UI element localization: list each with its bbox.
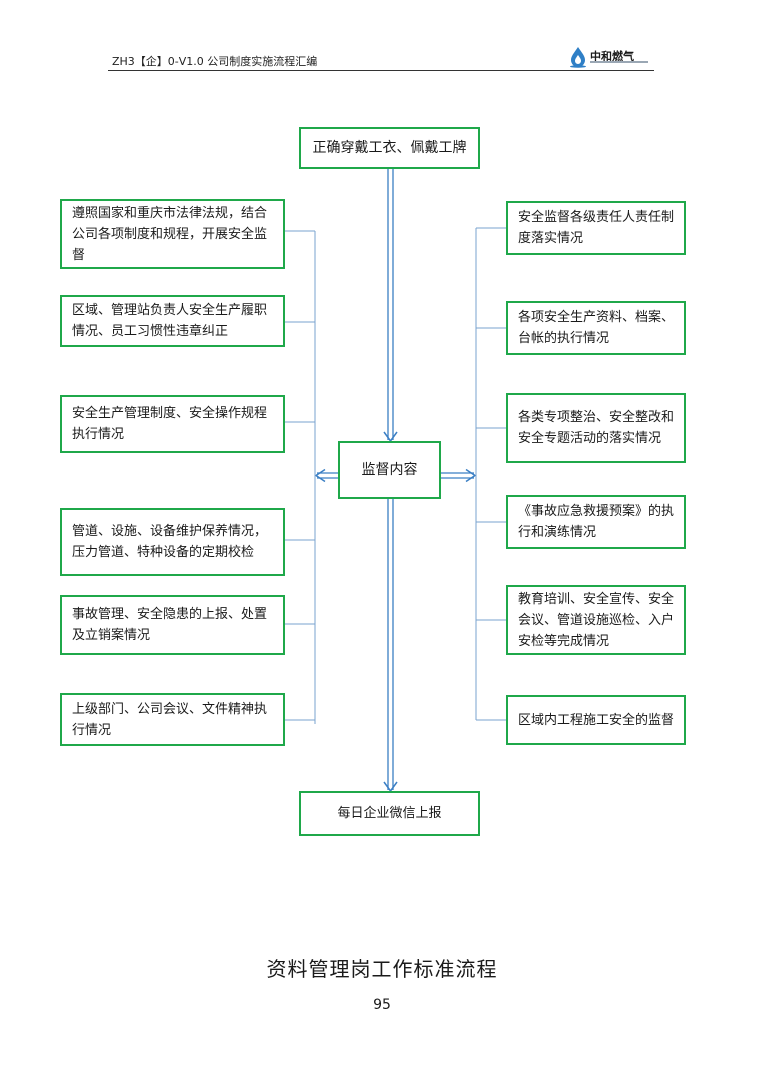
arrow-center-to-left [314, 468, 338, 483]
left-item-6: 上级部门、公司会议、文件精神执行情况 [60, 693, 285, 746]
left-item-2: 区域、管理站负责人安全生产履职情况、员工习惯性违章纠正 [60, 295, 285, 347]
company-logo: 中和燃气 [568, 46, 650, 68]
arrow-center-to-bottom [383, 499, 398, 793]
right-bus-line [475, 227, 506, 721]
right-item-1: 安全监督各级责任人责任制度落实情况 [506, 201, 686, 255]
left-bus-line [285, 230, 316, 724]
right-item-4: 《事故应急救援预案》的执行和演练情况 [506, 495, 686, 549]
logo-tagline-bar [590, 61, 648, 63]
right-item-2: 各项安全生产资料、档案、台帐的执行情况 [506, 301, 686, 355]
header-divider [108, 70, 654, 71]
arrow-top-to-center [383, 169, 398, 443]
flame-drop-icon [570, 47, 586, 68]
left-item-1: 遵照国家和重庆市法律法规，结合公司各项制度和规程，开展安全监督 [60, 199, 285, 269]
right-item-6: 区域内工程施工安全的监督 [506, 695, 686, 745]
document-header: ZH3【企】0-V1.0 公司制度实施流程汇编 [112, 55, 318, 68]
left-item-3: 安全生产管理制度、安全操作规程执行情况 [60, 395, 285, 453]
right-item-5: 教育培训、安全宣传、安全会议、管道设施巡检、入户安检等完成情况 [506, 585, 686, 655]
arrow-center-to-right [441, 468, 477, 483]
left-item-4: 管道、设施、设备维护保养情况，压力管道、特种设备的定期校检 [60, 508, 285, 576]
start-box: 正确穿戴工衣、佩戴工牌 [299, 127, 480, 169]
center-box: 监督内容 [338, 441, 441, 499]
page-title: 资料管理岗工作标准流程 [266, 957, 498, 981]
right-item-3: 各类专项整治、安全整改和安全专题活动的落实情况 [506, 393, 686, 463]
page-number: 95 [373, 997, 391, 1013]
left-item-5: 事故管理、安全隐患的上报、处置及立销案情况 [60, 595, 285, 655]
logo-text: 中和燃气 [590, 50, 634, 63]
end-box: 每日企业微信上报 [299, 791, 480, 836]
